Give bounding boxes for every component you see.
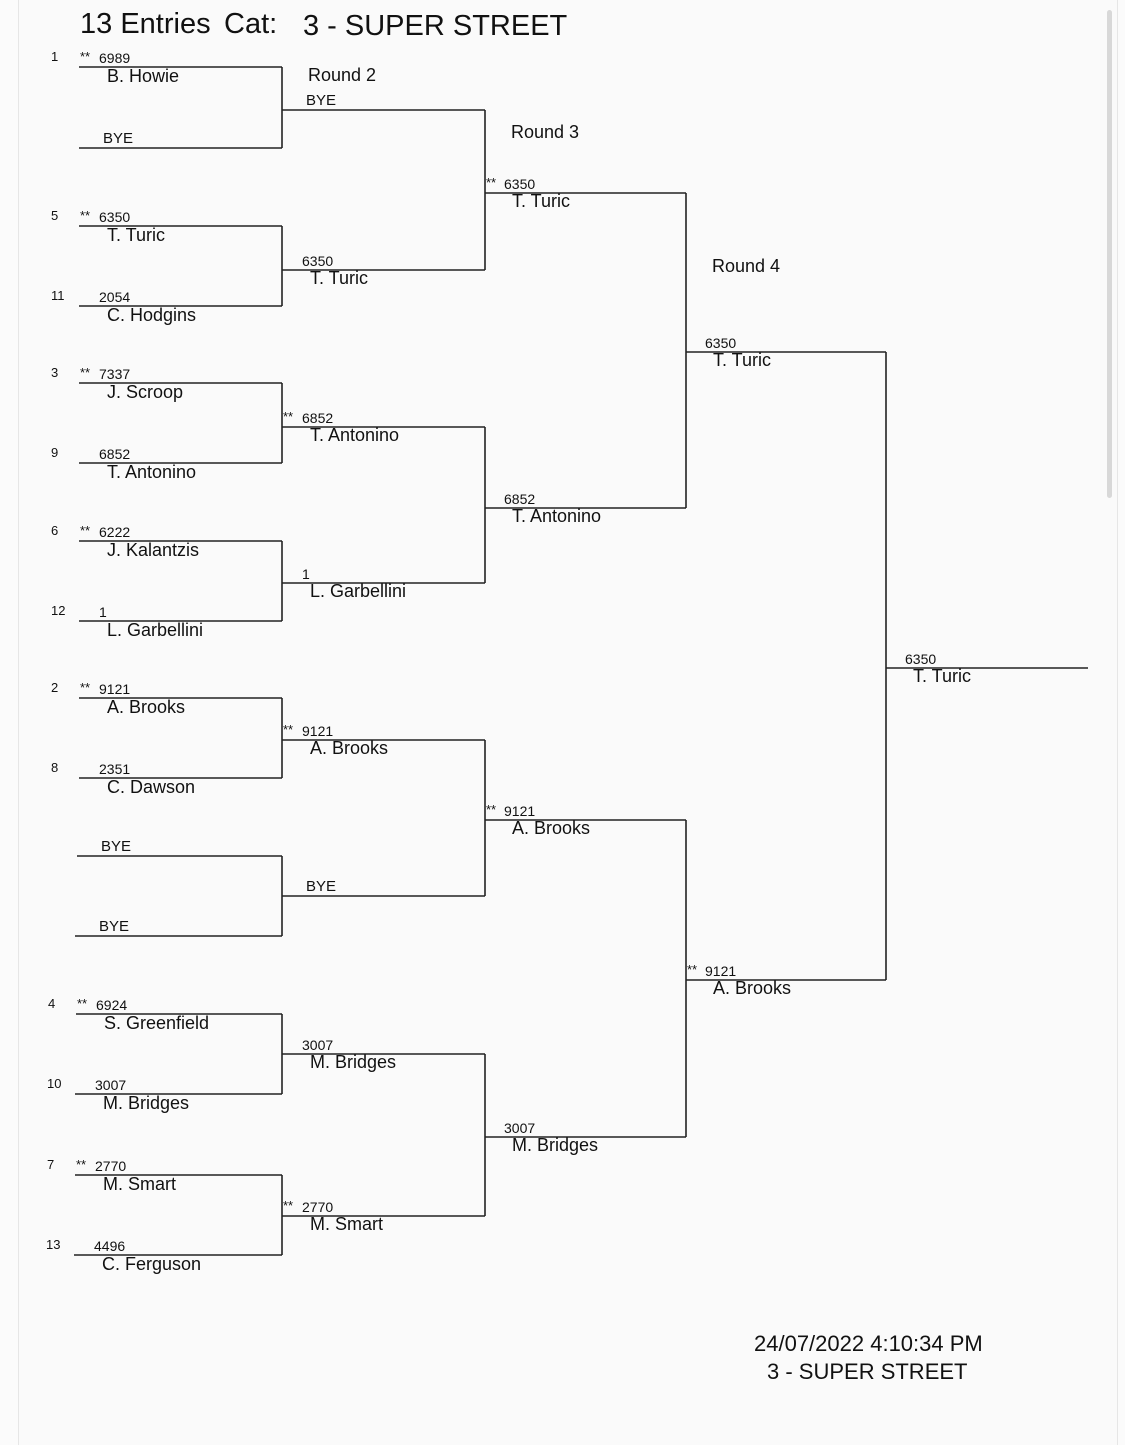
driver-name: T. Turic: [512, 191, 571, 211]
driver-name: B. Howie: [107, 66, 180, 86]
driver-name: T. Turic: [713, 350, 772, 370]
entry-number: 2770: [95, 1158, 127, 1174]
seed-number: 11: [51, 288, 65, 303]
entry-number: 6350: [99, 209, 131, 225]
seed-number: 4: [48, 996, 56, 1011]
entry-number: 3007: [504, 1120, 536, 1136]
driver-name: J. Kalantzis: [107, 540, 200, 560]
driver-name: C. Ferguson: [102, 1254, 202, 1274]
seed-marker: **: [486, 802, 497, 817]
seed-number: 5: [51, 208, 59, 223]
driver-name: T. Antonino: [107, 462, 197, 482]
entry-number: 2770: [302, 1199, 334, 1215]
entry-number: 4496: [94, 1238, 126, 1254]
seed-marker: **: [77, 996, 88, 1011]
bye-label: BYE: [101, 838, 132, 855]
bracket-sheet: [18, 0, 1118, 1445]
category-title: 3 - SUPER STREET: [303, 10, 568, 42]
seed-marker: **: [80, 523, 91, 538]
bye-label: BYE: [103, 130, 134, 147]
entry-number: 6350: [705, 335, 737, 351]
entry-number: 6852: [504, 491, 536, 507]
entry-number: 6350: [302, 253, 334, 269]
driver-name: A. Brooks: [713, 978, 792, 998]
driver-name: S. Greenfield: [104, 1013, 210, 1033]
seed-number: 6: [51, 523, 59, 538]
scrollbar[interactable]: [1107, 10, 1112, 498]
entry-number: 6222: [99, 524, 131, 540]
driver-name: T. Turic: [107, 225, 166, 245]
seed-marker: **: [76, 1157, 87, 1172]
driver-name: L. Garbellini: [107, 620, 204, 640]
driver-name: A. Brooks: [512, 818, 591, 838]
entry-number: 3007: [302, 1037, 334, 1053]
driver-name: J. Scroop: [107, 382, 184, 402]
driver-name: M. Smart: [310, 1214, 384, 1234]
entry-number: 6852: [302, 410, 334, 426]
seed-marker: **: [283, 1198, 294, 1213]
winner-name: T. Turic: [913, 666, 972, 686]
seed-number: 2: [51, 680, 59, 695]
bye-label: BYE: [306, 878, 337, 895]
driver-name: L. Garbellini: [310, 581, 407, 601]
driver-name: M. Bridges: [512, 1135, 599, 1155]
entry-number: 6852: [99, 446, 131, 462]
seed-marker: **: [80, 208, 91, 223]
entry-number: 6350: [504, 176, 536, 192]
round-3-label: Round 3: [511, 122, 580, 142]
seed-marker: **: [80, 365, 91, 380]
seed-number: 7: [47, 1157, 55, 1172]
footer-category: 3 - SUPER STREET: [767, 1359, 968, 1384]
entry-number: 9121: [99, 681, 131, 697]
entry-number: 9121: [504, 803, 536, 819]
seed-number: 13: [46, 1237, 61, 1252]
entry-number: 6989: [99, 50, 131, 66]
seed-marker: **: [283, 409, 294, 424]
driver-name: A. Brooks: [107, 697, 186, 717]
entry-number: 9121: [705, 963, 737, 979]
bye-label: BYE: [306, 92, 337, 109]
entry-number: 6924: [96, 997, 128, 1013]
winner-number: 6350: [905, 651, 937, 667]
round-2-label: Round 2: [308, 65, 377, 85]
entry-number: 3007: [95, 1077, 127, 1093]
seed-number: 3: [51, 365, 59, 380]
driver-name: T. Turic: [310, 268, 369, 288]
driver-name: A. Brooks: [310, 738, 389, 758]
entry-number: 1: [302, 566, 310, 582]
driver-name: T. Antonino: [512, 506, 602, 526]
seed-number: 10: [47, 1076, 62, 1091]
bye-label: BYE: [99, 918, 130, 935]
entry-number: 1: [99, 604, 107, 620]
entries-count: 13 Entries: [80, 8, 211, 40]
entry-number: 7337: [99, 366, 131, 382]
driver-name: C. Dawson: [107, 777, 196, 797]
seed-number: 8: [51, 760, 59, 775]
entry-number: 2054: [99, 289, 131, 305]
seed-number: 12: [51, 603, 66, 618]
entry-number: 9121: [302, 723, 334, 739]
round-4-label: Round 4: [712, 256, 781, 276]
driver-name: T. Antonino: [310, 425, 400, 445]
seed-marker: **: [80, 680, 91, 695]
seed-marker: **: [687, 962, 698, 977]
seed-marker: **: [283, 722, 294, 737]
driver-name: C. Hodgins: [107, 305, 197, 325]
entry-number: 2351: [99, 761, 131, 777]
category-label: Cat:: [224, 8, 278, 40]
seed-marker: **: [486, 175, 497, 190]
driver-name: M. Bridges: [103, 1093, 190, 1113]
seed-number: 1: [51, 49, 59, 64]
driver-name: M. Smart: [103, 1174, 177, 1194]
seed-marker: **: [80, 49, 91, 64]
footer-timestamp: 24/07/2022 4:10:34 PM: [754, 1331, 983, 1356]
driver-name: M. Bridges: [310, 1052, 397, 1072]
seed-number: 9: [51, 445, 59, 460]
